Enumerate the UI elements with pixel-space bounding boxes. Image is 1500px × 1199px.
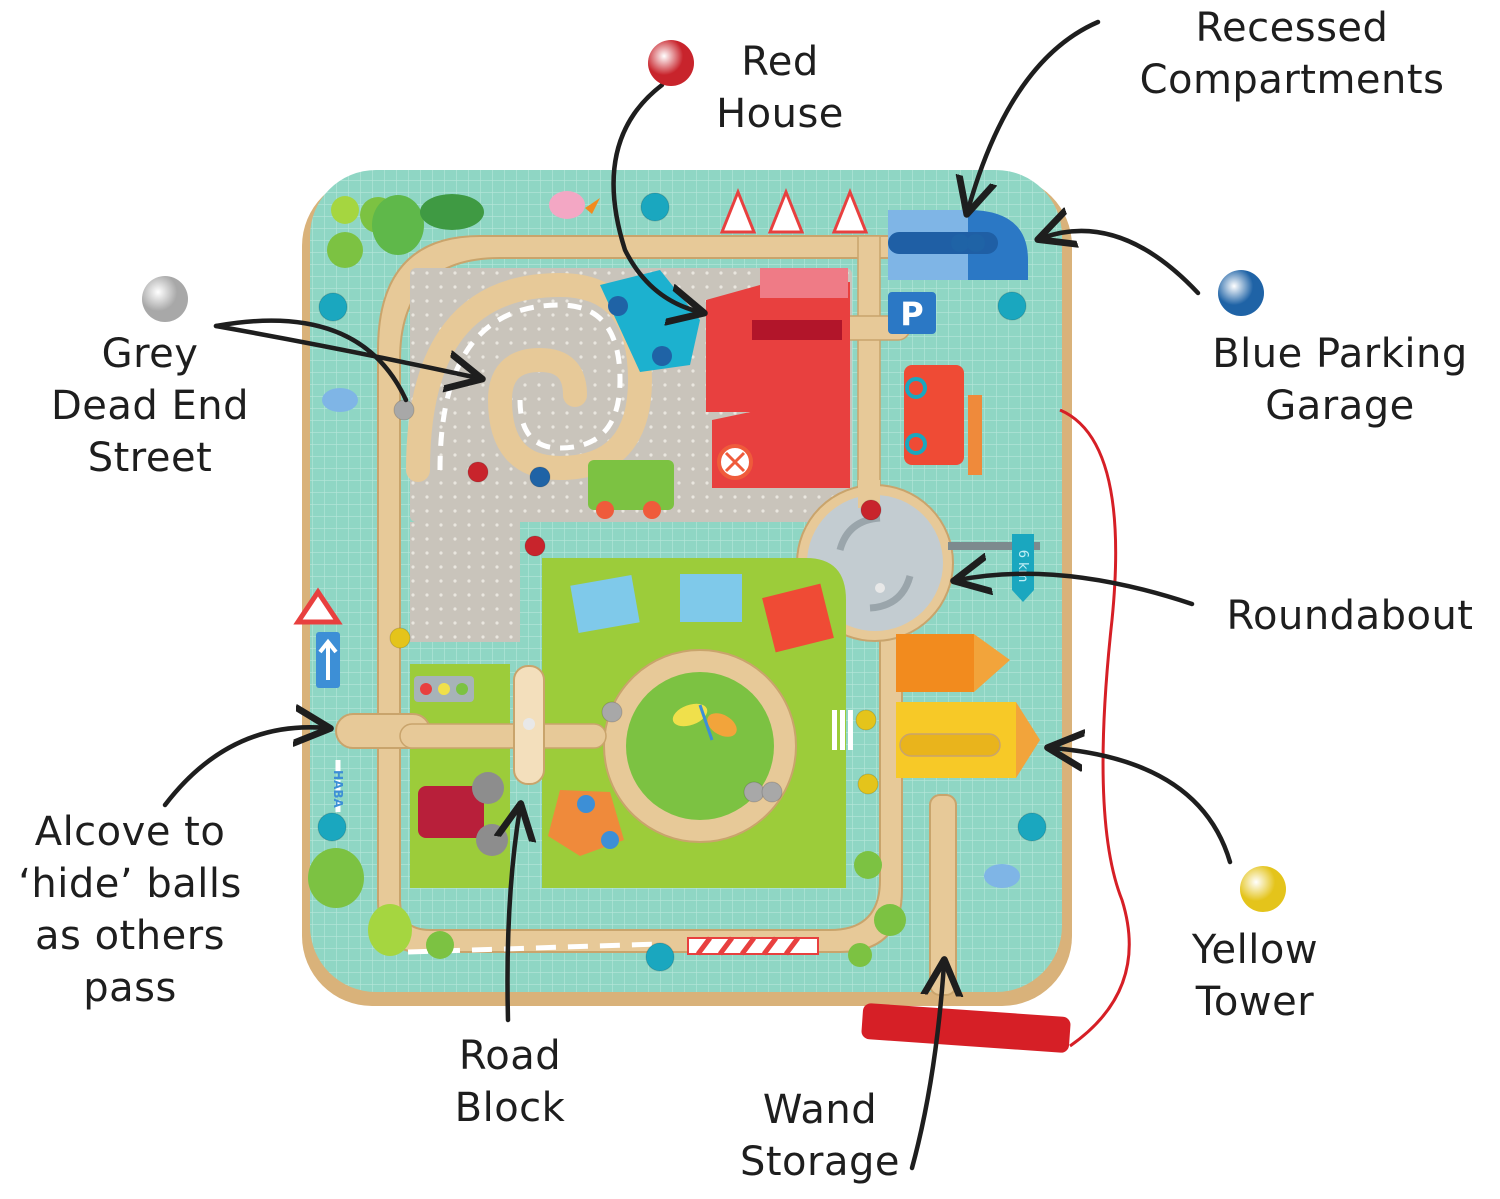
road-block-pivot [523, 718, 535, 730]
label-yellow-tower: Yellow Tower [1191, 927, 1319, 1025]
trees-bottom [308, 848, 906, 967]
teal-peg [317, 812, 347, 842]
blue-parking-garage: P [888, 210, 1028, 334]
label-recessed-compartments: Recessed Compartments [1139, 5, 1445, 103]
maze-balls [389, 399, 882, 803]
label-grey-dead-end-street: Grey Dead End Street [50, 331, 250, 481]
grey-ball [393, 399, 415, 421]
red-tractor-illustration [418, 772, 508, 856]
label-alcove: Alcove to ‘hide’ balls as others pass [18, 809, 242, 1011]
label-road-block: Road Block [454, 1033, 566, 1131]
grey-ball [761, 781, 783, 803]
arrow-red-house [611, 82, 700, 312]
parking-sign-letter: P [900, 295, 923, 333]
arrow-alcove [162, 727, 326, 808]
spiral-dead-end-track [406, 272, 653, 482]
arrow-road-block [508, 808, 521, 1023]
teal-peg [318, 292, 348, 322]
brand-mark: HABA [331, 770, 345, 808]
red-ball [860, 499, 882, 521]
bird-blue-right [984, 864, 1020, 888]
barrier-illustration [687, 936, 819, 956]
crosswalk [832, 710, 853, 750]
label-blue-parking-garage: Blue Parking Garage [1212, 331, 1468, 429]
spiral-road-dashes [437, 302, 623, 471]
orange-car-illustration [548, 790, 624, 856]
yellow-ball [857, 773, 879, 795]
road-signs-left [293, 587, 343, 688]
arrow-roundabout [958, 574, 1195, 607]
teal-peg [1017, 812, 1047, 842]
traffic-light-illustration [414, 676, 474, 702]
grey-building-area [410, 522, 520, 642]
trees-top-left [327, 194, 484, 268]
arrow-grey-dead-end-tail [213, 318, 409, 403]
train-illustration [570, 574, 834, 653]
middle-cross-track [399, 723, 607, 749]
bird-pink [549, 191, 600, 219]
yellow-ball [855, 709, 877, 731]
teal-peg [645, 942, 675, 972]
red-house-illustration [706, 268, 850, 488]
red-ball [467, 461, 489, 483]
arrow-recessed-compartments [968, 19, 1101, 210]
teal-peg [640, 192, 670, 222]
teal-pegs [317, 192, 1047, 972]
blue-ball-legend-icon [1218, 270, 1264, 316]
arrow-grey-dead-end [213, 323, 478, 378]
red-ball-legend-icon [648, 40, 694, 86]
blue-ball [529, 466, 551, 488]
maze-track-center-vertical [857, 235, 881, 507]
butterfly-illustration [672, 703, 737, 741]
yellow-ball [389, 627, 411, 649]
grey-ball [743, 781, 765, 803]
label-wand-storage: Wand Storage [739, 1087, 900, 1185]
inner-circle-meadow [626, 672, 774, 820]
teal-peg [997, 291, 1027, 321]
fire-truck-illustration [904, 365, 982, 475]
distance-sign-text: 6 km [1015, 550, 1030, 583]
red-ball [524, 535, 546, 557]
label-red-house: Red House [716, 39, 844, 137]
green-truck-illustration [588, 444, 753, 519]
arrow-blue-parking-garage [1042, 231, 1201, 296]
arrow-yellow-tower [1052, 748, 1233, 865]
grey-ball [601, 701, 623, 723]
yellow-tower [896, 634, 1040, 778]
magnetic-wand [861, 1003, 1071, 1053]
label-roundabout: Roundabout [1226, 593, 1474, 639]
arrow-wand-storage [909, 964, 944, 1171]
traffic-cones [719, 187, 869, 234]
wand-string [1059, 408, 1131, 1048]
grey-ball-legend-icon [142, 276, 188, 322]
bird-blue-left [322, 388, 358, 412]
callout-arrows [162, 19, 1233, 1171]
yellow-ball-legend-icon [1240, 866, 1286, 912]
